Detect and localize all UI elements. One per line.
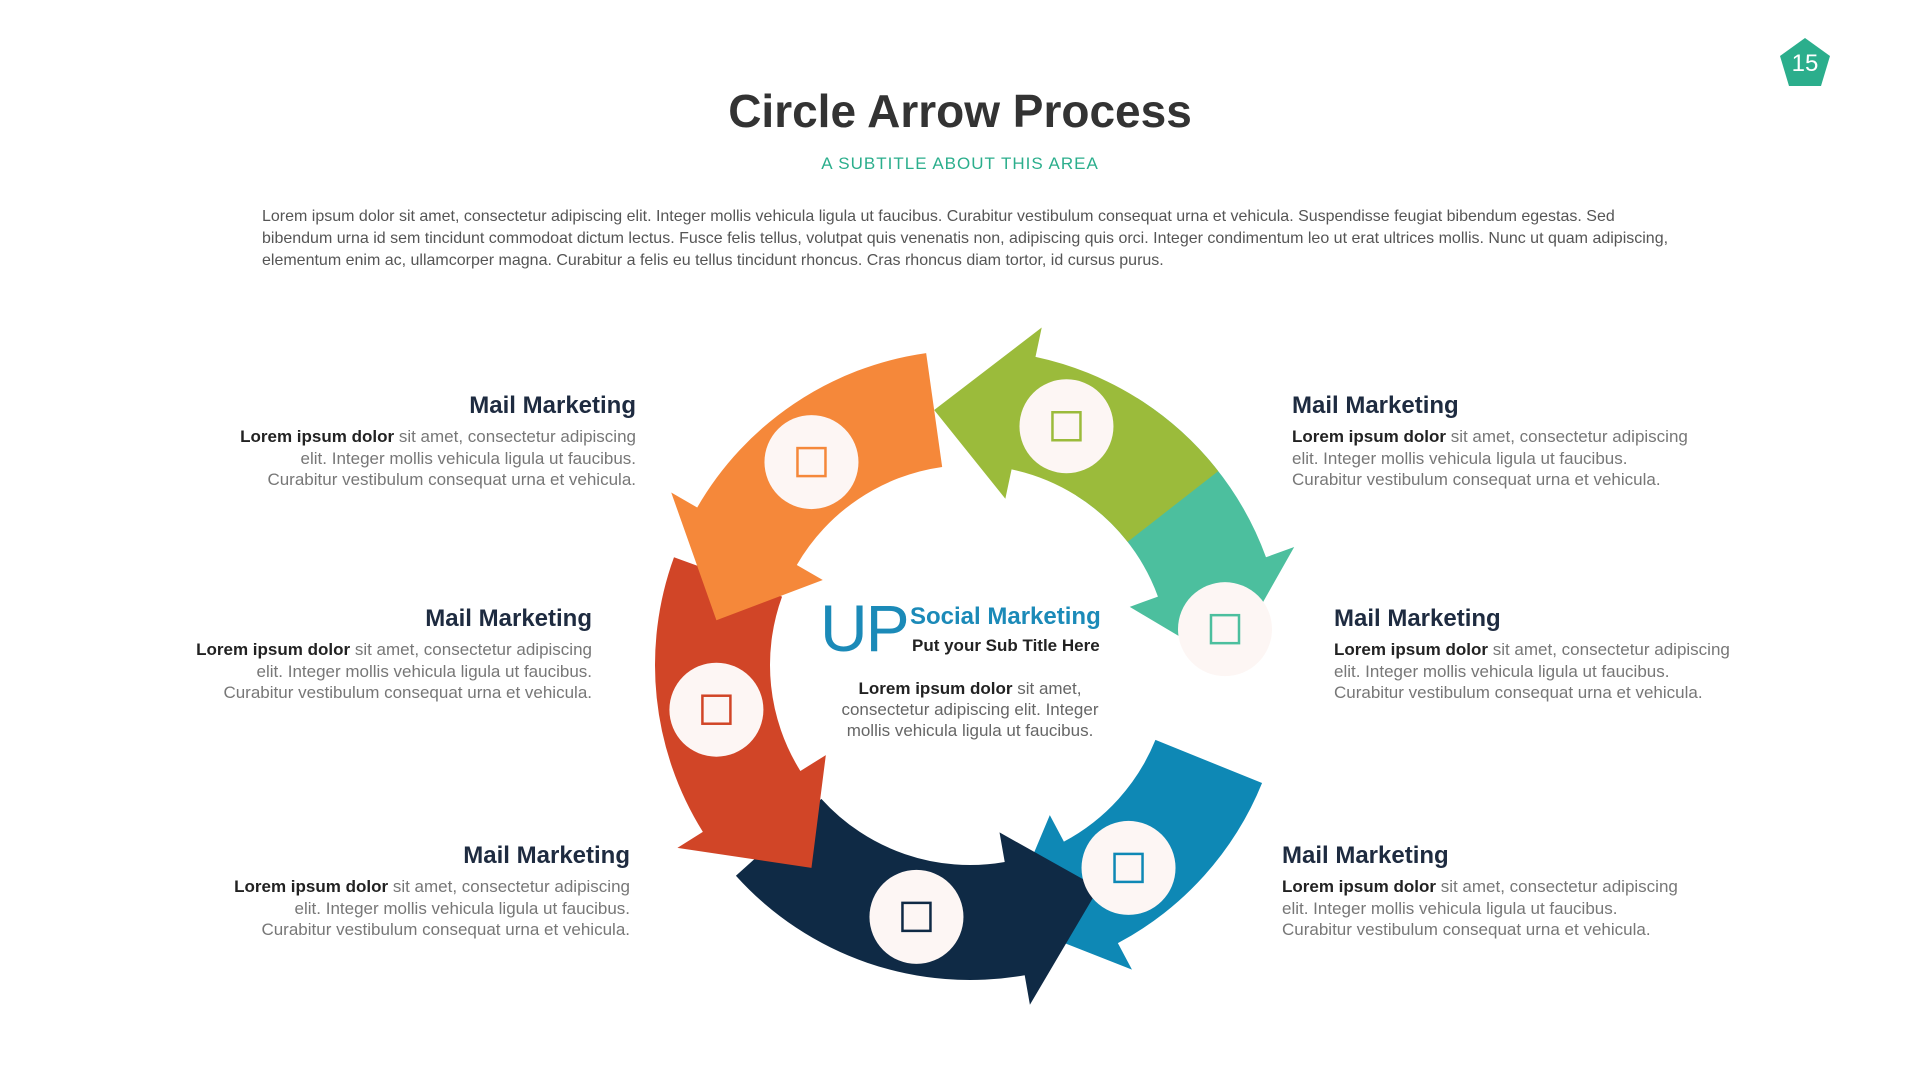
- process-item-3: Mail Marketing Lorem ipsum dolor sit ame…: [190, 842, 630, 941]
- square-icon: [701, 694, 732, 725]
- item-text-bold: Lorem ipsum dolor: [1282, 877, 1436, 896]
- item-title: Mail Marketing: [1334, 605, 1501, 632]
- item-title: Mail Marketing: [1282, 842, 1449, 869]
- center-subtitle: Put your Sub Title Here: [912, 636, 1100, 655]
- step-node-navy: [869, 869, 964, 964]
- step-node-green: [1019, 379, 1114, 474]
- item-line3: Curabitur vestibulum consequat urna et v…: [1292, 470, 1661, 489]
- item-title: Mail Marketing: [1292, 392, 1459, 419]
- process-item-6: Mail Marketing Lorem ipsum dolor sit ame…: [1282, 842, 1722, 941]
- process-item-5: Mail Marketing Lorem ipsum dolor sit ame…: [1334, 605, 1774, 704]
- step-node-red: [669, 662, 764, 757]
- process-item-4: Mail Marketing Lorem ipsum dolor sit ame…: [1292, 392, 1732, 491]
- item-line1: sit amet, consectetur adipiscing: [394, 427, 636, 446]
- item-title: Mail Marketing: [469, 392, 636, 419]
- page-title: Circle Arrow Process: [728, 85, 1192, 137]
- node-circle: [669, 662, 764, 757]
- item-title: Mail Marketing: [425, 605, 592, 632]
- item-line3: Curabitur vestibulum consequat urna et v…: [1334, 683, 1703, 702]
- page-number-badge: 15: [1778, 36, 1832, 90]
- intro-paragraph: Lorem ipsum dolor sit amet, consectetur …: [262, 208, 1669, 269]
- item-text: Lorem ipsum dolor sit amet, consectetur …: [152, 639, 592, 704]
- process-item-2: Mail Marketing Lorem ipsum dolor sit ame…: [152, 605, 592, 704]
- step-node-teal: [1177, 582, 1272, 677]
- step-node-blue: [1081, 820, 1176, 915]
- center-text-rest: sit amet, consectetur adipiscing elit. I…: [841, 679, 1099, 740]
- square-icon: [901, 901, 932, 933]
- item-line2: elit. Integer mollis vehicula ligula ut …: [256, 661, 592, 681]
- item-line3: Curabitur vestibulum consequat urna et v…: [261, 920, 630, 939]
- item-text: Lorem ipsum dolor sit amet, consectetur …: [190, 876, 630, 941]
- item-text-bold: Lorem ipsum dolor: [196, 640, 351, 659]
- item-line2: elit. Integer mollis vehicula ligula ut …: [294, 898, 630, 918]
- item-text: Lorem ipsum dolor sit amet, consectetur …: [196, 426, 636, 491]
- process-item-1: Mail Marketing Lorem ipsum dolor sit ame…: [196, 392, 636, 491]
- item-line1: sit amet, consectetur adipiscing: [1435, 877, 1678, 896]
- page-number: 15: [1791, 50, 1819, 77]
- item-title: Mail Marketing: [463, 842, 630, 869]
- item-text-bold: Lorem ipsum dolor: [234, 877, 389, 896]
- node-circle: [764, 415, 859, 510]
- item-text-bold: Lorem ipsum dolor: [240, 427, 395, 446]
- item-text: Lorem ipsum dolor sit amet, consectetur …: [1334, 639, 1774, 704]
- center-description: Lorem ipsum dolor sit amet, consectetur …: [820, 678, 1120, 741]
- square-icon: [1113, 852, 1144, 884]
- item-line1: sit amet, consectetur adipiscing: [388, 877, 630, 896]
- item-line1: sit amet, consectetur adipiscing: [1445, 427, 1688, 446]
- center-text-bold: Lorem ipsum dolor: [858, 679, 1013, 698]
- item-line3: Curabitur vestibulum consequat urna et v…: [1282, 920, 1651, 939]
- square-icon: [1209, 613, 1241, 645]
- center-up-label: UP: [820, 591, 910, 665]
- item-line3: Curabitur vestibulum consequat urna et v…: [223, 683, 592, 702]
- node-circle: [869, 869, 964, 964]
- item-line1: sit amet, consectetur adipiscing: [350, 640, 592, 659]
- center-title: Social Marketing: [910, 603, 1101, 630]
- node-circle: [1177, 582, 1272, 677]
- square-icon: [1051, 411, 1082, 442]
- item-line3: Curabitur vestibulum consequat urna et v…: [267, 470, 636, 489]
- node-circle: [1019, 379, 1114, 474]
- item-line2: elit. Integer mollis vehicula ligula ut …: [1292, 448, 1628, 468]
- step-node-orange: [764, 415, 859, 510]
- page-subtitle: A SUBTITLE ABOUT THIS AREA: [821, 154, 1099, 173]
- node-circle: [1081, 820, 1176, 915]
- item-line2: elit. Integer mollis vehicula ligula ut …: [1282, 898, 1618, 918]
- item-line1: sit amet, consectetur adipiscing: [1487, 640, 1730, 659]
- pentagon-icon: [1780, 38, 1830, 86]
- square-icon: [796, 446, 827, 478]
- item-line2: elit. Integer mollis vehicula ligula ut …: [1334, 661, 1670, 681]
- item-line2: elit. Integer mollis vehicula ligula ut …: [300, 448, 636, 468]
- item-text: Lorem ipsum dolor sit amet, consectetur …: [1292, 426, 1732, 491]
- item-text-bold: Lorem ipsum dolor: [1334, 640, 1488, 659]
- item-text: Lorem ipsum dolor sit amet, consectetur …: [1282, 876, 1722, 941]
- item-text-bold: Lorem ipsum dolor: [1292, 427, 1446, 446]
